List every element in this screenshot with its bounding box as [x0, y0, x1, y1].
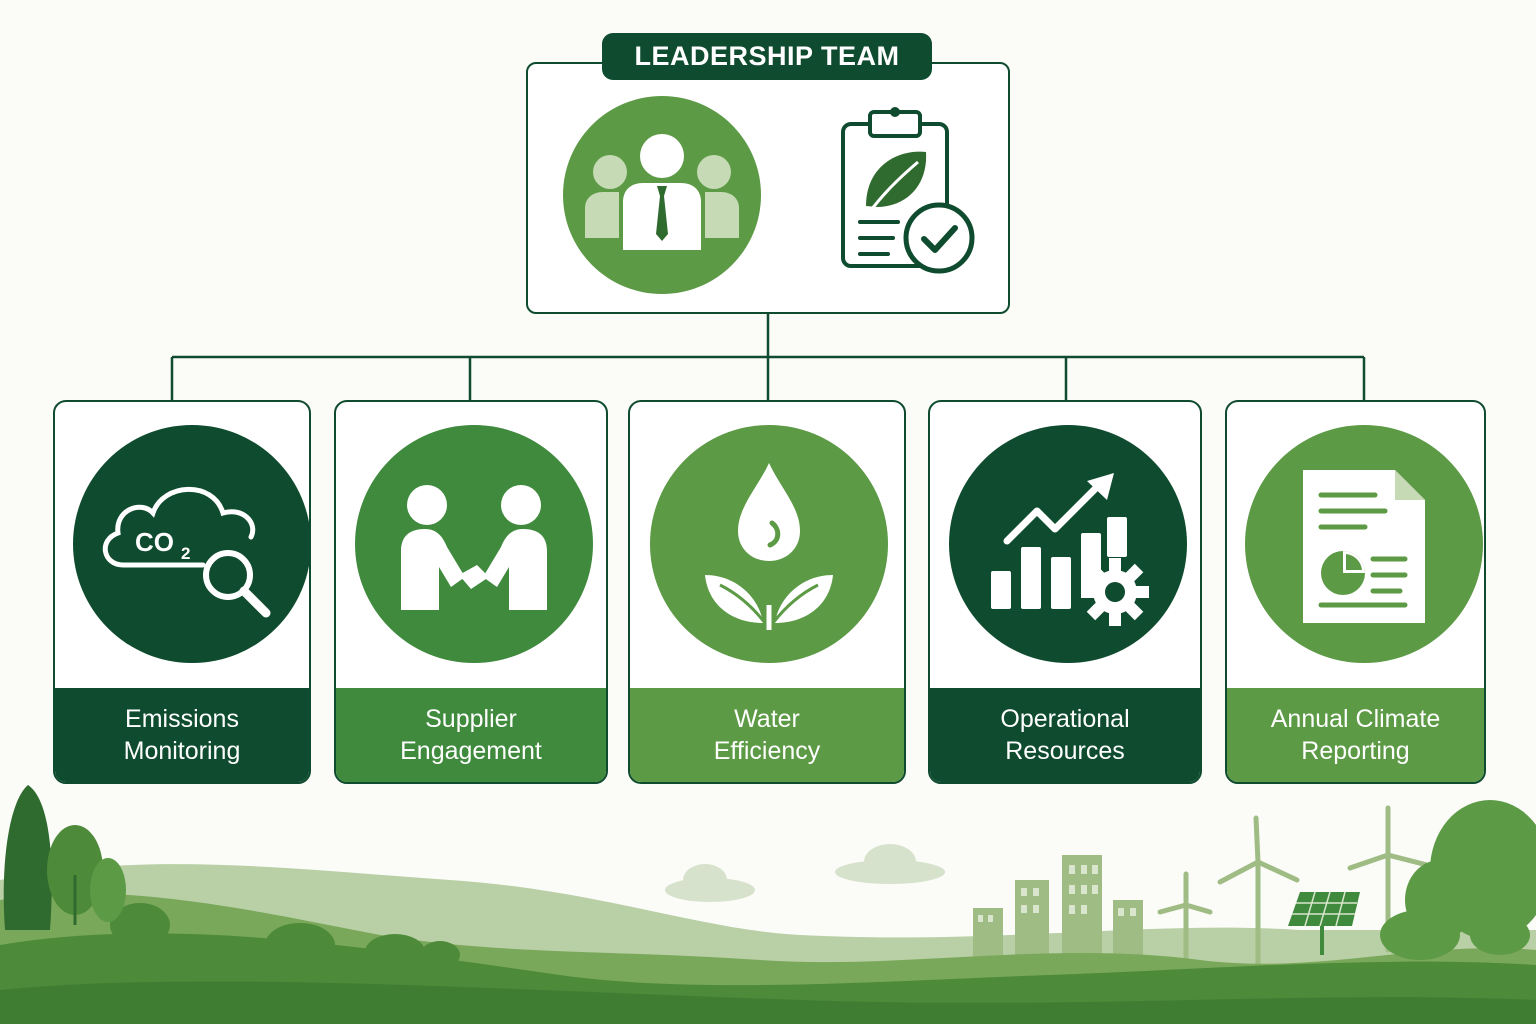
- card-label: Annual Climate Reporting: [1227, 688, 1484, 782]
- card-annual-climate-reporting[interactable]: Annual Climate Reporting: [1225, 400, 1486, 784]
- water-drop-leaves-icon: [650, 425, 888, 663]
- card-emissions-monitoring[interactable]: CO 2 Emissions Monitoring: [53, 400, 311, 784]
- card-label: Operational Resources: [930, 688, 1200, 782]
- card-label: Water Efficiency: [630, 688, 904, 782]
- card-label-line1: Emissions: [125, 705, 239, 733]
- card-label-line1: Operational: [1000, 705, 1130, 733]
- card-label-line2: Monitoring: [123, 737, 241, 765]
- card-supplier-engagement[interactable]: Supplier Engagement: [334, 400, 608, 784]
- svg-text:2: 2: [181, 544, 190, 563]
- card-label-line1: Water: [734, 705, 800, 733]
- card-label: Emissions Monitoring: [55, 688, 309, 782]
- card-label-line2: Efficiency: [713, 737, 821, 765]
- solar-panel-icon: [1288, 891, 1360, 955]
- trees-icon: [3, 785, 126, 930]
- card-label-line1: Annual Climate: [1270, 705, 1441, 733]
- card-label-line2: Resources: [1005, 737, 1125, 765]
- card-operational-resources[interactable]: Operational Resources: [928, 400, 1202, 784]
- card-label-line1: Supplier: [425, 705, 517, 733]
- card-water-efficiency[interactable]: Water Efficiency: [628, 400, 906, 784]
- handshake-people-icon: [355, 425, 593, 663]
- growth-chart-gear-icon: [949, 425, 1187, 663]
- co2-cloud-magnifier-icon: CO 2: [73, 425, 309, 663]
- sustainability-checklist-icon: [838, 104, 978, 278]
- card-label: Supplier Engagement: [336, 688, 606, 782]
- cloud-icon: [665, 844, 945, 902]
- svg-text:CO: CO: [135, 527, 174, 557]
- leadership-team-icon: [563, 96, 761, 294]
- card-label-line2: Reporting: [1301, 737, 1410, 765]
- card-label-line2: Engagement: [400, 737, 542, 765]
- leadership-team-title: LEADERSHIP TEAM: [602, 33, 932, 80]
- report-document-icon: [1245, 425, 1483, 663]
